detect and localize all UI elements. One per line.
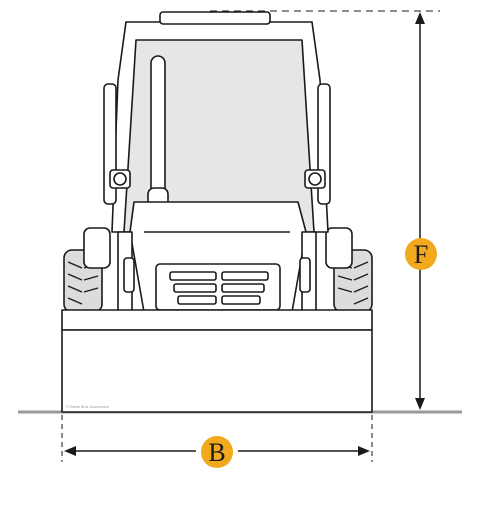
right-tire: [325, 227, 373, 313]
width-arrow-left: [64, 446, 76, 456]
height-marker-label: F: [414, 240, 428, 269]
exhaust-stack: [147, 55, 169, 223]
credit-text: © Ritchie Bros. Auctioneers: [66, 405, 109, 409]
cab-roof: [159, 11, 271, 25]
width-marker-badge: [201, 436, 233, 468]
left-tire: [63, 227, 111, 313]
left-work-light: [109, 169, 131, 189]
width-dimension: B: [61, 415, 373, 468]
height-dimension: F: [210, 10, 440, 410]
bucket: [61, 309, 373, 413]
width-marker-label: B: [208, 438, 225, 467]
height-arrow-top: [415, 12, 425, 24]
height-arrow-bottom: [415, 398, 425, 410]
height-marker-badge: [405, 238, 437, 270]
tractor-front-view: [61, 11, 373, 413]
right-work-light: [304, 169, 326, 189]
width-arrow-right: [358, 446, 370, 456]
grille: [155, 263, 281, 311]
